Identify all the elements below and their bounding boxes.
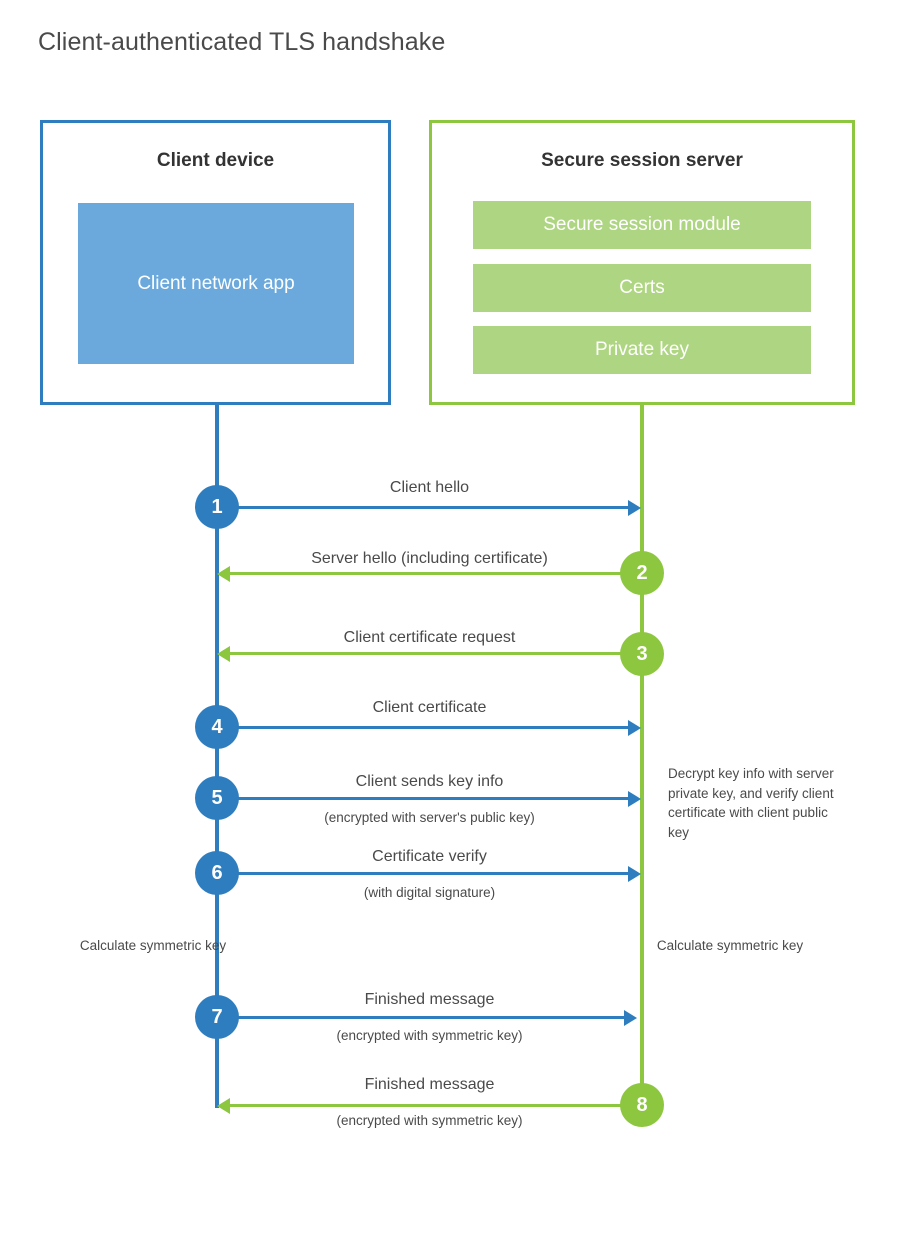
client-calculate-symmetric-key-annotation: Calculate symmetric key	[79, 938, 227, 953]
step-1-arrow-head	[628, 499, 641, 516]
step-3-arrow-line	[230, 652, 642, 655]
step-8-arrow-line	[230, 1104, 642, 1107]
server-calculate-symmetric-key-annotation: Calculate symmetric key	[656, 938, 804, 953]
secure-session-server-box: Secure session server Secure session mod…	[429, 120, 855, 405]
step-8-arrow-head	[217, 1097, 230, 1114]
step-7-label: Finished message	[364, 991, 495, 1008]
secure-session-server-title: Secure session server	[541, 150, 743, 171]
server-decrypt-annotation: Decrypt key info with server private key…	[668, 766, 834, 840]
step-7-bubble[interactable]: 7	[195, 995, 239, 1039]
step-4-arrow-line	[217, 726, 628, 729]
step-8-bubble[interactable]: 8	[620, 1083, 664, 1127]
step-1-arrow-line	[217, 506, 628, 509]
step-5-label: Client sends key info	[355, 773, 504, 790]
step-7-arrow-line	[217, 1016, 624, 1019]
step-6-arrow-head	[628, 865, 641, 882]
step-2-bubble[interactable]: 2	[620, 551, 664, 595]
step-8-label: Finished message	[364, 1076, 495, 1093]
step-3-arrow-head	[217, 645, 230, 662]
step-7-arrow-head	[624, 1009, 637, 1026]
step-6-bubble[interactable]: 6	[195, 851, 239, 895]
client-lifeline	[215, 405, 219, 1108]
step-3-bubble[interactable]: 3	[620, 632, 664, 676]
step-4-label: Client certificate	[372, 699, 487, 716]
step-6-label: Certificate verify	[372, 848, 487, 865]
step-3-label: Client certificate request	[343, 629, 516, 646]
client-device-box: Client device Client network app	[40, 120, 391, 405]
step-2-label: Server hello (including certificate)	[311, 550, 548, 567]
server-lifeline	[640, 405, 644, 1107]
step-5-arrow-line	[217, 797, 628, 800]
step-5-arrow-head	[628, 790, 641, 807]
client-device-title: Client device	[156, 150, 275, 171]
step-5-bubble[interactable]: 5	[195, 776, 239, 820]
page-title: Client-authenticated TLS handshake	[38, 28, 446, 56]
step-1-bubble[interactable]: 1	[195, 485, 239, 529]
step-2-arrow-head	[217, 565, 230, 582]
step-6-sublabel: (with digital signature)	[363, 885, 496, 900]
server-component-certs: Certs	[473, 264, 811, 312]
step-1-label: Client hello	[389, 479, 470, 496]
step-2-arrow-line	[230, 572, 642, 575]
server-component-secure-session-module: Secure session module	[473, 201, 811, 249]
step-5-sublabel: (encrypted with server's public key)	[324, 810, 535, 825]
client-network-app-block: Client network app	[78, 203, 354, 364]
step-8-sublabel: (encrypted with symmetric key)	[336, 1113, 523, 1128]
step-6-arrow-line	[217, 872, 628, 875]
server-component-private-key: Private key	[473, 326, 811, 374]
step-4-bubble[interactable]: 4	[195, 705, 239, 749]
step-7-sublabel: (encrypted with symmetric key)	[336, 1028, 523, 1043]
step-4-arrow-head	[628, 719, 641, 736]
